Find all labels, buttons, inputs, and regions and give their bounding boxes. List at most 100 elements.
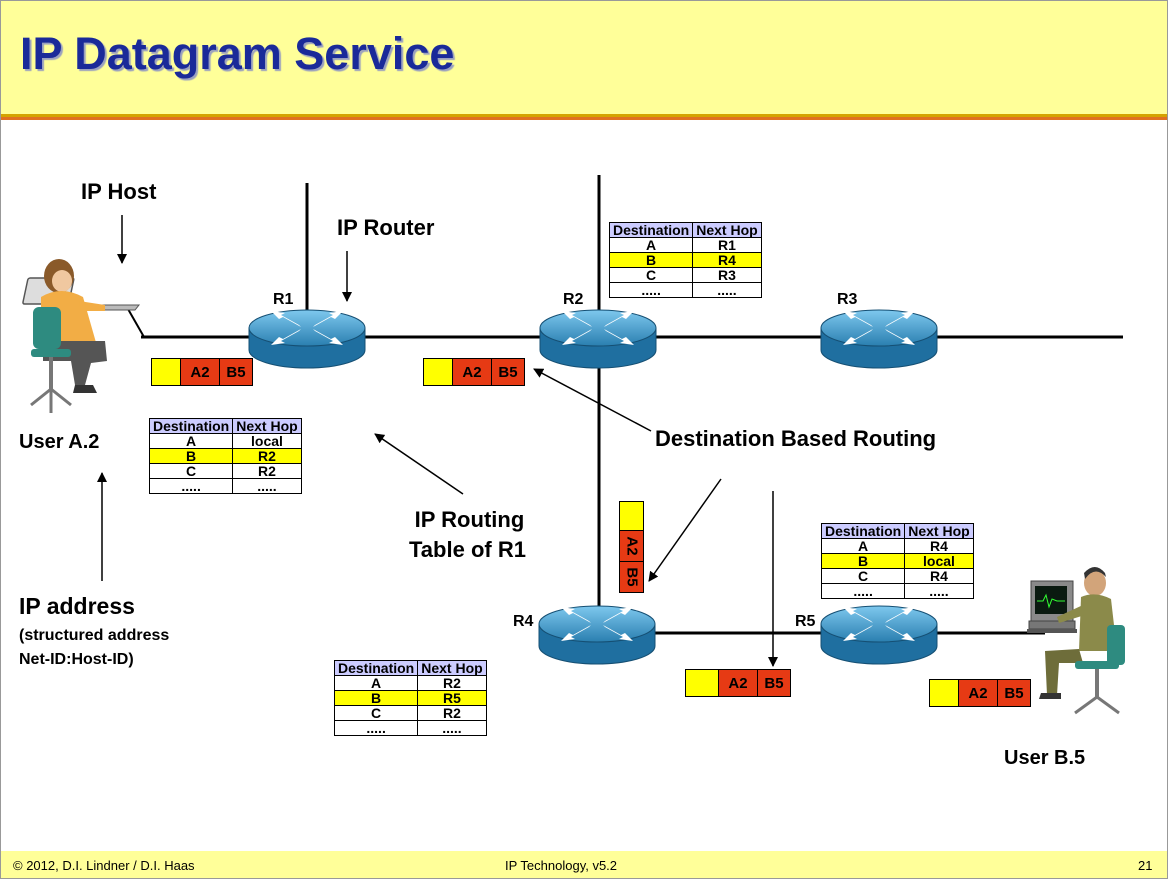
packet-r4-r5: A2 B5 (685, 669, 791, 697)
next-hop-cell: ..... (417, 720, 487, 736)
table-row: .......... (333, 720, 487, 736)
ip-router-label: IP Router (337, 215, 435, 240)
ip-host-label: IP Host (81, 179, 157, 204)
destination-cell: ..... (608, 282, 694, 298)
table-header-next-hop: Next Hop (417, 660, 487, 676)
packet-src: A2 (453, 359, 491, 385)
footer: © 2012, D.I. Lindner / D.I. Haas IP Tech… (1, 851, 1167, 878)
destination-cell: ..... (148, 478, 234, 494)
destination-cell: ..... (820, 583, 906, 599)
table-header-destination: Destination (820, 523, 906, 539)
next-hop-cell: R4 (692, 252, 762, 268)
packet-src: A2 (959, 680, 997, 706)
footer-course: IP Technology, v5.2 (505, 858, 618, 873)
arrow-routing-table (374, 433, 464, 495)
packet-src: A2 (181, 359, 219, 385)
title-bar: IP Datagram Service (1, 1, 1167, 114)
router-r1-icon (248, 309, 366, 369)
user-a-label: User A.2 (19, 431, 100, 453)
ip-routing-table-label: IP Routing Table of R1 (409, 507, 526, 563)
packet-near-r1: A2 B5 (151, 358, 253, 386)
router-r4-label: R4 (513, 613, 534, 630)
router-r2-label: R2 (563, 291, 584, 308)
destination-cell: ..... (333, 720, 419, 736)
destination-cell: C (333, 705, 419, 721)
table-row: .......... (608, 282, 762, 298)
router-r4-icon (538, 605, 656, 665)
arrow-dbr-r2 (533, 368, 652, 432)
destination-cell: B (820, 553, 906, 569)
destination-cell: A (333, 675, 419, 691)
ip-routing-table-line-1: IP Routing (414, 507, 525, 532)
next-hop-cell: R2 (417, 675, 487, 691)
table-header-next-hop: Next Hop (692, 222, 762, 238)
footer-copyright: © 2012, D.I. Lindner / D.I. Haas (13, 858, 195, 873)
packet-dst: B5 (620, 561, 643, 592)
packet-dst: B5 (997, 680, 1030, 706)
next-hop-cell: local (232, 433, 302, 449)
user-a-illustration (22, 259, 141, 413)
router-r3-label: R3 (837, 291, 858, 308)
packet-src: A2 (620, 531, 643, 561)
packet-dst: B5 (491, 359, 524, 385)
packet-payload (424, 359, 453, 385)
packet-payload (930, 680, 959, 706)
structured-address-label: (structured address (19, 627, 170, 644)
next-hop-cell: ..... (904, 583, 974, 599)
router-r2-icon (539, 309, 657, 369)
ip-address-label: IP address (19, 593, 135, 619)
packet-near-r2: A2 B5 (423, 358, 525, 386)
next-hop-cell: R4 (904, 538, 974, 554)
table-header-destination: Destination (608, 222, 694, 238)
destination-cell: C (820, 568, 906, 584)
next-hop-cell: R5 (417, 690, 487, 706)
next-hop-cell: R1 (692, 237, 762, 253)
router-r1-label: R1 (273, 291, 294, 308)
packet-payload (620, 502, 643, 531)
footer-page-number: 21 (1138, 858, 1153, 873)
packet-vertical-r2-r4: A2 B5 (619, 501, 644, 593)
user-b-label: User B.5 (1004, 747, 1086, 769)
next-hop-cell: ..... (692, 282, 762, 298)
next-hop-cell: R3 (692, 267, 762, 283)
table-row: .......... (820, 583, 974, 599)
next-hop-cell: ..... (232, 478, 302, 494)
net-host-id-label: Net-ID:Host-ID) (19, 651, 134, 668)
host-link-a (127, 308, 145, 338)
destination-cell: A (608, 237, 694, 253)
destination-cell: A (148, 433, 234, 449)
destination-cell: C (148, 463, 234, 479)
ip-routing-table-line-2: Table of R1 (409, 537, 526, 562)
packet-src: A2 (719, 670, 757, 696)
destination-based-routing-label: Destination Based Routing (655, 426, 937, 451)
destination-cell: B (608, 252, 694, 268)
router-r5-label: R5 (795, 613, 816, 630)
table-header-destination: Destination (333, 660, 419, 676)
packet-payload (152, 359, 181, 385)
next-hop-cell: R2 (232, 448, 302, 464)
packet-at-user-b: A2 B5 (929, 679, 1031, 707)
table-header-next-hop: Next Hop (904, 523, 974, 539)
table-header-destination: Destination (148, 418, 234, 434)
